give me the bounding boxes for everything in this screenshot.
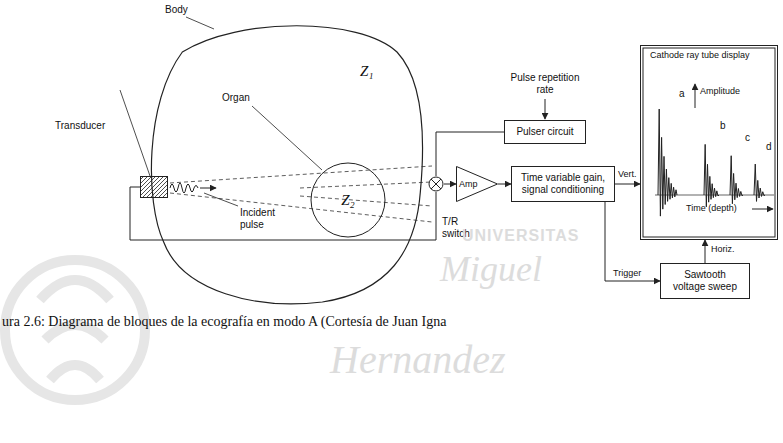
amplifier: Amp <box>456 166 498 202</box>
echo-letter: a <box>679 88 685 100</box>
body-outline <box>151 26 422 304</box>
node-label: Body <box>165 4 188 16</box>
node-label: Cathode ray tube display <box>650 50 772 61</box>
node-label: Sawtooth voltage sweep <box>667 269 743 293</box>
node-label: Organ <box>222 92 250 104</box>
transducer: Transducer <box>140 176 168 198</box>
pulser-box: Pulser circuit <box>504 120 586 144</box>
organ-circle: OrganZ₂ <box>310 162 386 238</box>
watermark: UNIVERSITAS <box>462 226 579 245</box>
crt-frame <box>643 48 775 237</box>
edge-label: Horiz. <box>710 244 736 255</box>
signal-connector <box>436 132 504 176</box>
body-outline <box>145 22 425 307</box>
ultrasound-beam <box>170 166 432 222</box>
transducer-body <box>141 177 168 198</box>
signal-connector <box>130 187 436 240</box>
crt-trace <box>655 84 774 216</box>
watermark: Miguel <box>440 248 542 291</box>
node-label: Z₁ <box>360 62 374 80</box>
echo-letter: d <box>766 141 772 153</box>
sawtooth-box: Sawtooth voltage sweep <box>660 263 750 299</box>
amplifier-symbol <box>457 167 498 202</box>
transducer <box>140 176 168 198</box>
figure-caption: ura 2.6: Diagrama de bloques de la ecogr… <box>2 314 446 330</box>
node-label: Time variable gain, signal conditioning <box>518 172 608 196</box>
echo-trace <box>730 156 743 204</box>
echo-letter: c <box>745 132 750 144</box>
echo-trace <box>704 144 719 206</box>
edge-label: Trigger <box>612 268 642 279</box>
echo-trace <box>658 109 677 216</box>
organ-outline <box>311 163 385 237</box>
body-outline: BodyZ₁OrganZ₂ <box>145 22 425 307</box>
echo-trace <box>754 164 765 201</box>
input-arrow <box>545 99 546 119</box>
signal-connector <box>444 184 456 185</box>
tr-switch: T/R switch <box>428 176 444 192</box>
node-label: Transducer <box>55 120 105 132</box>
signal-connector <box>498 184 511 185</box>
edge-label: Vert. <box>617 169 638 180</box>
switch-symbol <box>429 177 443 191</box>
pulse-direction <box>200 188 216 189</box>
switch-cross <box>431 179 441 189</box>
node-label: Pulser circuit <box>511 126 579 138</box>
watermark-logo <box>5 260 145 400</box>
pulse-label: Incident pulse <box>240 207 290 231</box>
tr-switch <box>428 176 444 192</box>
axis-label: Time (depth) <box>686 203 737 214</box>
signal-connector <box>705 240 706 263</box>
input-label: Pulse repetition rate <box>505 72 585 96</box>
axis-label: Amplitude <box>700 86 740 97</box>
crt-frame <box>641 46 778 240</box>
incident-pulse <box>170 183 198 193</box>
tvg-box: Time variable gain, signal conditioning <box>511 166 615 202</box>
echo-letter: b <box>720 120 726 132</box>
signal-connector <box>615 184 640 185</box>
signal-connector <box>605 202 660 281</box>
leader-lines <box>120 17 322 206</box>
node-label: Z₂ <box>310 191 386 209</box>
node-label: Amp <box>459 179 478 190</box>
watermark: Hernandez <box>330 336 506 384</box>
